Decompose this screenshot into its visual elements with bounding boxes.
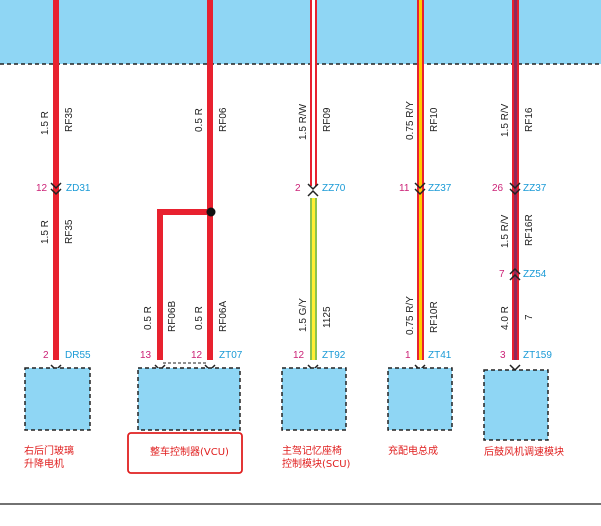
wire1-end-pin: 2 (43, 350, 49, 361)
wire4-lower-code: RF10R (429, 301, 440, 333)
wire1-end-connector: DR55 (65, 350, 91, 361)
module5-name: 后鼓风机调速模块 (484, 445, 564, 458)
vcu-branch-b-pin: 13 (140, 350, 152, 361)
wire5-lower-gauge: 4.0 R (500, 306, 511, 330)
wire5-splice-connector: ZZ37 (523, 183, 547, 194)
module2-name: 整车控制器(VCU) (150, 445, 229, 458)
module4-name: 充配电总成 (388, 444, 438, 457)
wire5-splice-pin: 26 (492, 183, 504, 194)
wire3-lower-code: 1125 (322, 306, 333, 328)
wire1-lower-gauge: 1.5 R (40, 220, 51, 244)
module1-name-line2: 升降电机 (24, 457, 64, 470)
wire4-end-pin: 1 (405, 350, 411, 361)
wire1-splice-pin: 12 (36, 183, 48, 194)
wire4-lower-gauge: 0.75 R/Y (405, 296, 416, 335)
wire5-mid-gauge: 1.5 R/V (500, 214, 511, 248)
wire3-upper-code: RF09 (322, 107, 333, 132)
wire1-upper-gauge: 1.5 R (40, 111, 51, 135)
wire3-end-connector: ZT92 (322, 350, 346, 361)
wire4-upper-gauge: 0.75 R/Y (405, 101, 416, 140)
module3-name-line1: 主驾记忆座椅 (282, 444, 342, 457)
module3-name-line2: 控制模块(SCU) (282, 457, 351, 470)
module-rear-right-window-motor[interactable] (24, 367, 91, 431)
vcu-highlight-frame (127, 432, 243, 474)
wire3-splice-pin: 2 (295, 183, 301, 194)
wire3-end-pin: 12 (293, 350, 305, 361)
wire5-end-connector: ZT159 (523, 350, 552, 361)
wire-rf35[interactable] (53, 0, 59, 360)
wire4-upper-code: RF10 (429, 107, 440, 132)
module-driver-memory-seat[interactable] (281, 367, 347, 431)
wire5-upper-code: RF16 (524, 107, 535, 132)
wire3-upper-gauge: 1.5 R/W (298, 103, 309, 140)
wire5-mid-connector: ZZ54 (523, 269, 547, 280)
wire5-end-pin: 3 (500, 350, 506, 361)
module-charging-distribution[interactable] (387, 367, 453, 431)
wire5-upper-gauge: 1.5 R/V (500, 103, 511, 137)
wire3-splice-connector: ZZ70 (322, 183, 346, 194)
wire5-lower-code: 7 (524, 314, 535, 320)
wire-rf16[interactable] (512, 0, 519, 360)
wire-rf10[interactable] (417, 0, 424, 360)
wire1-splice-connector: ZD31 (66, 183, 91, 194)
vcu-branch-a-gauge: 0.5 R (194, 306, 205, 330)
wire1-upper-code: RF35 (64, 107, 75, 132)
wire4-end-connector: ZT41 (428, 350, 452, 361)
upstream-harness-area (0, 0, 601, 64)
wire4-splice-connector: ZZ37 (428, 183, 452, 194)
module-vcu[interactable] (137, 367, 241, 431)
wire5-mid-pin: 7 (499, 269, 505, 280)
wire4-splice-pin: 11 (399, 183, 410, 194)
wire3-lower-gauge: 1.5 G/Y (298, 298, 309, 332)
vcu-branch-b-gauge: 0.5 R (143, 306, 154, 330)
vcu-connector: ZT07 (219, 350, 243, 361)
wire2-upper-code: RF06 (218, 107, 229, 132)
wire5-mid-code: RF16R (524, 214, 535, 246)
module-rear-blower-speed[interactable] (483, 369, 549, 441)
wire-rf09[interactable] (310, 0, 317, 360)
vcu-branch-a-code: RF06A (218, 301, 229, 332)
vcu-branch-a-pin: 12 (191, 350, 203, 361)
wire1-lower-code: RF35 (64, 219, 75, 244)
wire2-upper-gauge: 0.5 R (194, 108, 205, 132)
splice-chevron-zd31 (50, 182, 62, 190)
vcu-branch-b-code: RF06B (167, 301, 178, 332)
splice-junction-dot (206, 207, 216, 217)
wire-rf06[interactable] (157, 0, 213, 360)
module1-name-line1: 右后门玻璃 (24, 444, 74, 457)
